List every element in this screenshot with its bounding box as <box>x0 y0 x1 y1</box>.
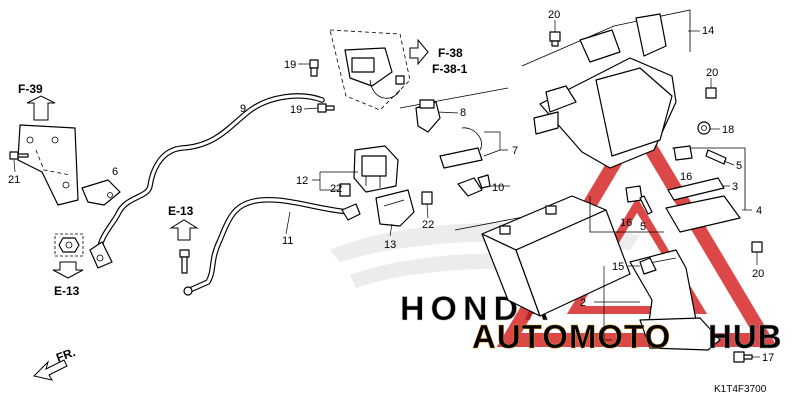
callout-20a: 20 <box>548 9 560 21</box>
pad-part-16b <box>625 185 643 203</box>
callout-14: 14 <box>702 25 714 37</box>
rubber-part-15 <box>639 257 657 275</box>
diagram-code: K1T4F3700 <box>714 384 767 395</box>
callout-18: 18 <box>722 124 734 136</box>
callout-20b: 20 <box>706 67 718 79</box>
bolt-part-19b <box>317 103 335 113</box>
front-arrow-icon <box>33 359 68 381</box>
clip-part-20a <box>549 31 561 47</box>
holder-part-2 <box>629 249 721 351</box>
ref-f39[interactable]: F-39 <box>18 82 56 121</box>
pad-part-16a <box>673 145 693 161</box>
bracket-part-6 <box>17 124 121 206</box>
starter-relay-part-12 <box>353 145 399 193</box>
svg-text:FR.: FR. <box>54 345 77 365</box>
battery-case-part-14 <box>521 9 691 169</box>
arrow-up-icon <box>26 95 56 121</box>
cover-part-13 <box>375 189 415 227</box>
strap-part-3 <box>667 177 725 201</box>
callout-21: 21 <box>8 174 20 186</box>
callout-8: 8 <box>460 107 466 119</box>
callout-22b: 22 <box>422 219 434 231</box>
callout-11: 11 <box>282 235 293 247</box>
relay-assembly <box>329 29 411 111</box>
callout-5b: 5 <box>640 221 646 233</box>
callout-5a: 5 <box>736 160 742 172</box>
ref-e13-top[interactable]: E-13 <box>168 204 199 241</box>
callout-19a: 19 <box>284 59 296 71</box>
ref-e13-bottom[interactable]: E-13 <box>52 261 84 298</box>
ref-f38[interactable]: F-38 F-38-1 <box>409 38 468 76</box>
terminal-part-10 <box>457 174 491 197</box>
battery-unit <box>481 195 631 317</box>
callout-6: 6 <box>112 166 118 178</box>
callout-16a: 16 <box>680 171 692 183</box>
callout-4: 4 <box>756 205 762 217</box>
callout-15: 15 <box>612 261 624 273</box>
bolt-part-e13 <box>179 249 190 274</box>
callout-22a: 22 <box>330 183 342 195</box>
svg-text:E-13: E-13 <box>54 284 80 298</box>
callout-10: 10 <box>492 182 504 194</box>
bolt-part-19a <box>309 59 319 77</box>
arrow-up-icon <box>169 219 199 241</box>
cable-part-9 <box>89 93 325 269</box>
svg-text:F-38-1: F-38-1 <box>432 62 468 76</box>
clip-part-20b <box>705 87 717 99</box>
arrow-right-icon <box>409 38 429 66</box>
front-direction-indicator: FR. <box>33 345 77 381</box>
svg-text:F-39: F-39 <box>18 82 43 96</box>
clip-part-20c <box>751 241 763 253</box>
watermark-word-2: HUB <box>708 318 783 355</box>
automotohub-wordmark: AUTOMOTO HUB <box>472 318 783 356</box>
callout-20c: 20 <box>752 268 764 280</box>
fuse-part-22b <box>421 191 433 205</box>
callout-13: 13 <box>384 239 396 251</box>
band-part-5b <box>639 195 653 215</box>
callout-16b: 16 <box>620 217 632 229</box>
nut-part <box>54 233 84 257</box>
callout-7: 7 <box>512 145 518 157</box>
washer-part-18 <box>697 121 711 135</box>
fuse-part-22a <box>339 183 351 197</box>
callout-9: 9 <box>240 103 246 115</box>
svg-text:E-13: E-13 <box>168 204 194 218</box>
band-part-5a <box>705 149 727 165</box>
callout-12: 12 <box>296 175 308 187</box>
callout-17: 17 <box>762 352 774 364</box>
callout-19b: 19 <box>290 104 302 116</box>
watermark-word-1: AUTOMOTO <box>472 318 671 355</box>
cable-part-11 <box>183 197 361 296</box>
arrow-down-icon <box>52 261 84 279</box>
callout-2: 2 <box>580 297 586 309</box>
callout-3: 3 <box>732 181 738 193</box>
svg-text:F-38: F-38 <box>438 46 463 60</box>
pad-part-4 <box>665 195 741 233</box>
bolt-part-21 <box>9 151 29 160</box>
terminal-part-7 <box>439 127 483 169</box>
terminal-cover-part-8 <box>415 99 441 133</box>
